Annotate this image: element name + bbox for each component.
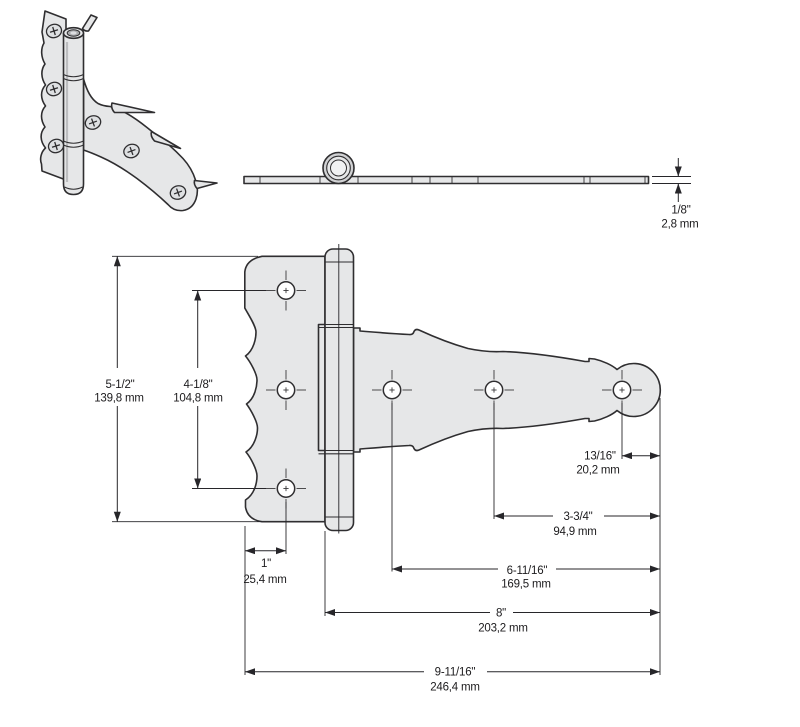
dim-end-hole-offset-inches: 13/16": [584, 451, 616, 463]
dim-first-hole-offset: 6-11/16" 169,5 mm: [392, 565, 660, 591]
dim-leaf-height: 5-1/2" 139,8 mm: [94, 256, 144, 522]
dim-edge-offset-inches: 1": [261, 558, 271, 570]
dim-strap-length-inches: 8": [496, 608, 506, 620]
dim-edge-offset: 1" 25,4 mm: [243, 547, 287, 586]
iso-strap-leaf: [82, 78, 199, 212]
front-pin-barrel: [324, 248, 355, 532]
dim-overall-length-inches: 9-11/16": [435, 667, 476, 679]
front-knuckle-joints: [318, 323, 354, 455]
dim-first-hole-offset-mm: 169,5 mm: [501, 579, 551, 591]
screw-hole: [371, 369, 413, 411]
iso-pin-barrel: [62, 32, 85, 196]
dim-mid-hole-offset-inches: 3-3/4": [563, 511, 592, 523]
dim-strap-length: 8" 203,2 mm: [325, 608, 660, 635]
dim-thickness-inches: 1/8": [671, 205, 690, 217]
iso-knuckle-joints: [63, 73, 84, 190]
front-knuckle-band: [317, 323, 326, 452]
dim-leaf-height-inches: 5-1/2": [105, 379, 134, 391]
dim-leaf-height-mm: 139,8 mm: [94, 393, 144, 405]
dim-overall-length-mm: 246,4 mm: [430, 681, 480, 693]
iso-screw-spike-top: [81, 14, 98, 32]
dim-mid-hole-offset-mm: 94,9 mm: [553, 526, 596, 538]
dim-thickness-mm: 2,8 mm: [661, 219, 698, 231]
isometric-view: [39, 10, 218, 212]
side-strap-edge: [243, 175, 650, 185]
side-segment-ticks: [259, 176, 646, 184]
side-view: 1/8" 2,8 mm: [243, 151, 699, 231]
dim-hole-spacing-inches: 4-1/8": [183, 379, 212, 391]
iso-pin-cap-center: [70, 31, 77, 35]
dim-edge-offset-mm: 25,4 mm: [243, 574, 286, 586]
dim-thickness: 1/8" 2,8 mm: [652, 158, 699, 231]
front-pin-caps: [325, 261, 354, 518]
dimensions: 5-1/2" 139,8 mm 4-1/8" 104,8 mm 1" 25,4 …: [94, 255, 661, 693]
screw-hole: [265, 270, 307, 311]
dim-end-hole-offset: 13/16" 20,2 mm: [576, 451, 660, 477]
iso-screw-spike-2: [150, 130, 182, 150]
screw-holes: [265, 270, 643, 509]
dim-hole-spacing-mm: 104,8 mm: [173, 393, 223, 405]
screw-hole: [265, 369, 307, 411]
dim-hole-spacing: 4-1/8" 104,8 mm: [173, 290, 223, 489]
dim-mid-hole-offset: 3-3/4" 94,9 mm: [494, 511, 660, 538]
screw-hole: [601, 369, 643, 411]
dim-strap-length-mm: 203,2 mm: [478, 623, 528, 635]
iso-screw-spike-3: [193, 179, 218, 190]
front-view: [244, 244, 662, 534]
iso-screw-heads: [45, 23, 187, 200]
dim-overall-length: 9-11/16" 246,4 mm: [245, 667, 660, 693]
screw-hole: [473, 369, 515, 411]
dim-first-hole-offset-inches: 6-11/16": [507, 565, 548, 577]
dim-end-hole-offset-mm: 20,2 mm: [576, 465, 619, 477]
extension-lines: [112, 255, 661, 675]
iso-screw-spike-1: [110, 102, 156, 114]
screw-hole: [265, 468, 307, 509]
side-barrel-inner: [330, 159, 347, 177]
